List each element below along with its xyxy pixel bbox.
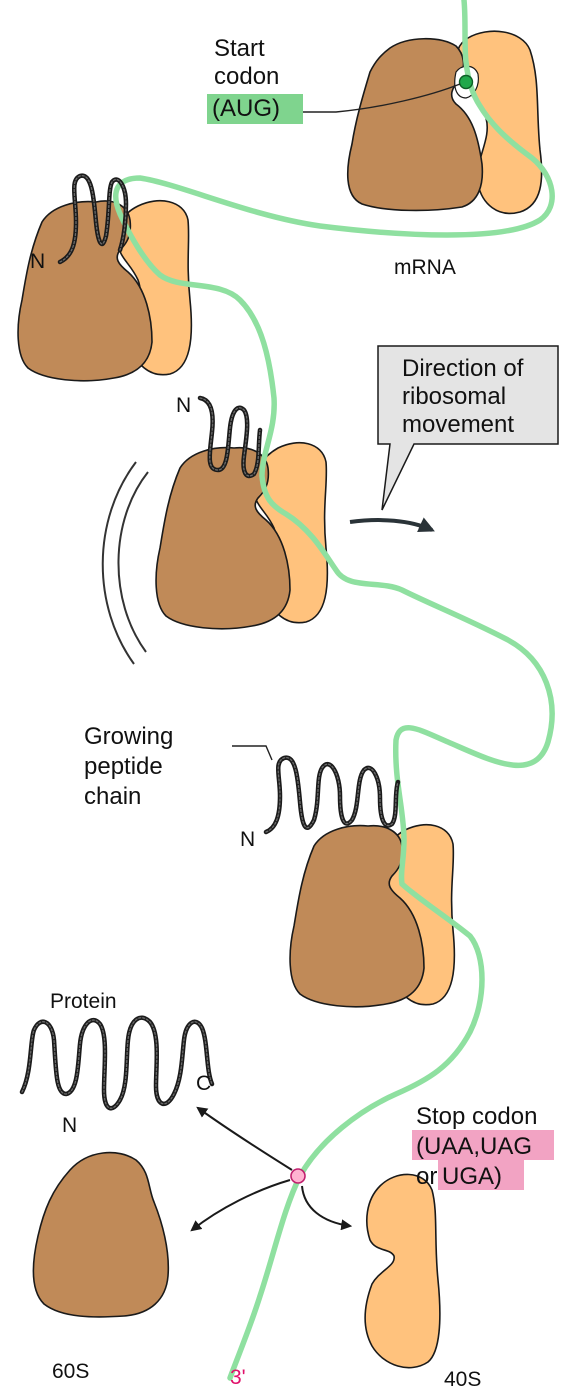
n-terminus-label: N xyxy=(30,250,45,273)
growing-chain-label-3: chain xyxy=(84,783,141,810)
60s-label: 60S xyxy=(52,1360,89,1383)
stop-codon-sequence-1: (UAA,UAG xyxy=(416,1133,532,1160)
large-subunit-shape xyxy=(348,39,483,211)
three-prime-label: 3' xyxy=(230,1366,246,1389)
free-60s-subunit xyxy=(33,1153,168,1317)
arrow-icon xyxy=(302,1186,350,1226)
growing-chain-label-1: Growing xyxy=(84,723,173,750)
arrow-right-icon xyxy=(350,520,432,530)
start-codon-sequence: (AUG) xyxy=(212,95,280,122)
c-terminus-label: C xyxy=(196,1072,211,1095)
growing-chain-pointer xyxy=(232,746,272,760)
n-terminus-label: N xyxy=(176,394,191,417)
protein-label: Protein xyxy=(50,990,117,1013)
ribosome-2 xyxy=(18,201,191,381)
free-40s-subunit xyxy=(365,1174,440,1367)
stop-codon-marker xyxy=(291,1169,305,1183)
ribosome-initiation xyxy=(348,31,542,213)
growing-chain-label-2: peptide xyxy=(84,753,163,780)
n-terminus-label: N xyxy=(240,828,255,851)
stop-codon-sequence-2: UGA) xyxy=(442,1163,502,1190)
mrna-label: mRNA xyxy=(394,256,456,279)
ribosome-3-moving xyxy=(156,443,327,629)
motion-lines xyxy=(103,462,148,664)
arrow-icon xyxy=(198,1108,292,1170)
arrow-icon xyxy=(192,1180,290,1230)
direction-label-2: ribosomal xyxy=(402,383,506,410)
ribosome-4-elongation xyxy=(290,825,454,1007)
stop-codon-or: or xyxy=(416,1163,437,1190)
released-protein xyxy=(22,1018,212,1109)
start-codon-marker xyxy=(460,76,473,89)
stop-codon-label: Stop codon xyxy=(416,1103,537,1130)
start-codon-label-2: codon xyxy=(214,63,279,90)
direction-label-1: Direction of xyxy=(402,355,524,382)
direction-label-3: movement xyxy=(402,411,514,438)
peptide-chain-growing xyxy=(266,758,398,832)
start-codon-label-1: Start xyxy=(214,35,265,62)
n-terminus-label: N xyxy=(62,1114,77,1137)
40s-label: 40S xyxy=(444,1368,481,1391)
